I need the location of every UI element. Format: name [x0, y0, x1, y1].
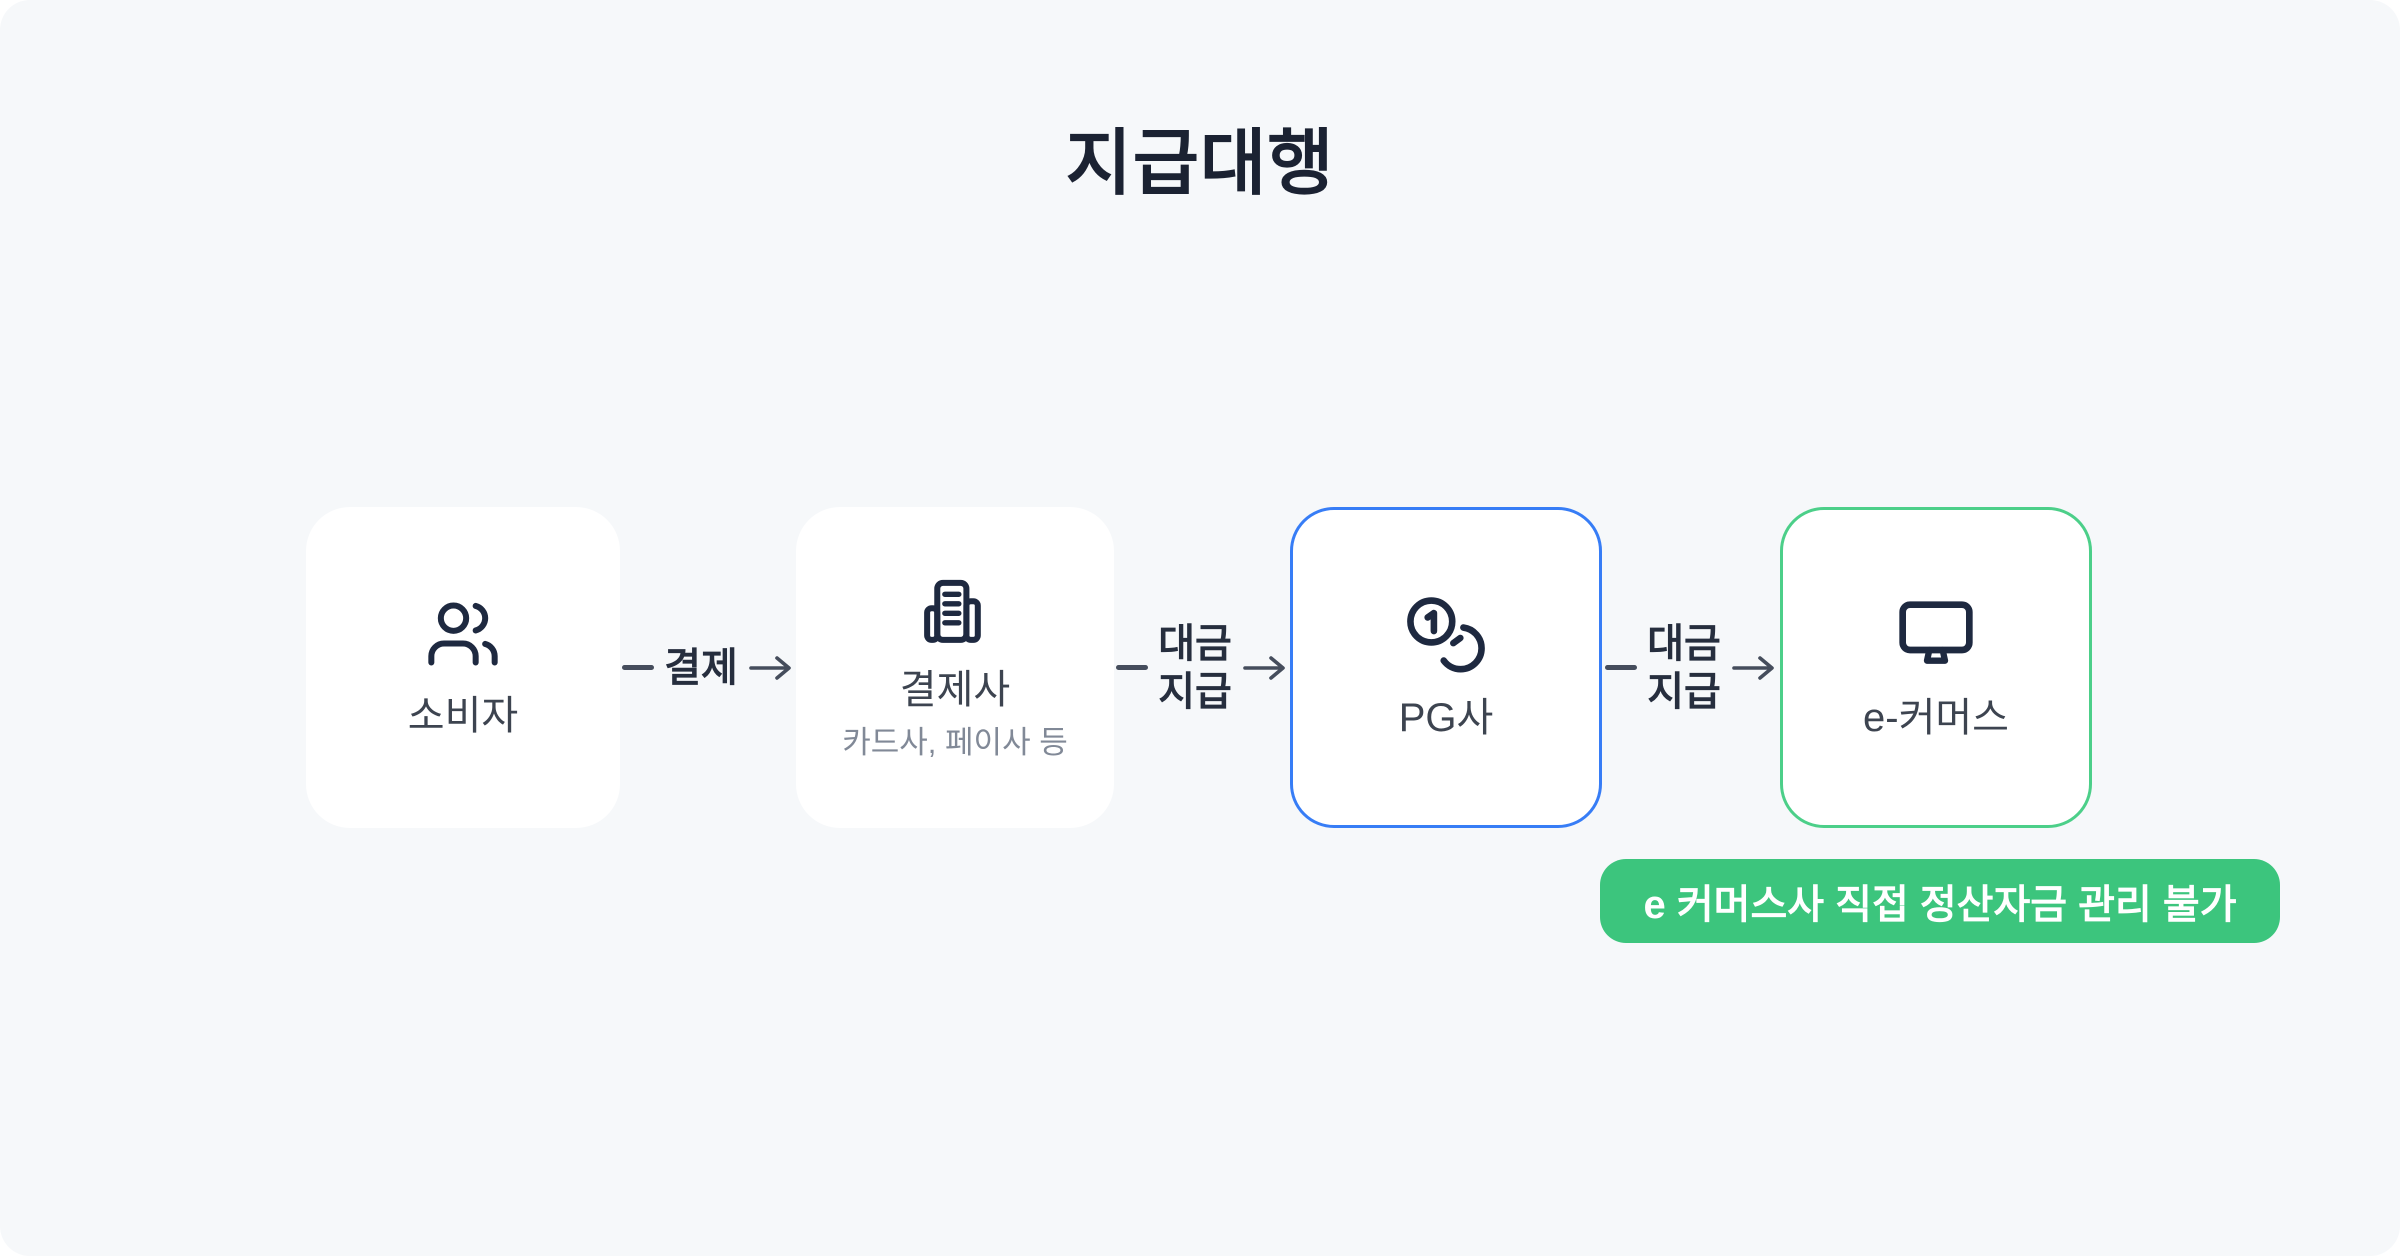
arrow-right-icon — [748, 655, 791, 680]
node-payment-company-label: 결제사 — [899, 667, 1011, 712]
node-ecommerce: e-커머스 — [1780, 507, 2092, 828]
connector-settlement-2-label: 대금 지급 — [1647, 621, 1721, 714]
connector-dash — [1605, 665, 1638, 670]
node-payment-company: 결제사 카드사, 페이사 등 — [796, 507, 1114, 828]
connector-settlement-2: 대금 지급 — [1602, 507, 1780, 828]
arrow-right-icon — [1242, 655, 1285, 680]
node-consumer-label: 소비자 — [407, 693, 519, 738]
connector-dash — [622, 665, 655, 670]
users-icon — [428, 601, 498, 666]
node-pg: PG사 — [1290, 507, 1602, 828]
page-title: 지급대행 — [1065, 124, 1335, 204]
connector-settlement-1-label: 대금 지급 — [1158, 621, 1232, 714]
node-ecommerce-label: e-커머스 — [1863, 695, 2009, 740]
connector-settlement-1: 대금 지급 — [1114, 507, 1290, 828]
connector-payment-label: 결제 — [664, 645, 738, 690]
node-consumer: 소비자 — [306, 507, 620, 828]
arrow-right-icon — [1731, 655, 1774, 680]
connector-payment: 결제 — [620, 507, 796, 828]
coins-icon — [1407, 596, 1485, 672]
connector-dash — [1116, 665, 1149, 670]
building-icon — [924, 579, 981, 643]
node-payment-company-sublabel: 카드사, 페이사 등 — [842, 724, 1068, 760]
ecommerce-restriction-badge: e 커머스사 직접 정산자금 관리 불가 — [1600, 859, 2280, 943]
monitor-icon — [1899, 600, 1973, 664]
node-pg-label: PG사 — [1398, 695, 1494, 740]
